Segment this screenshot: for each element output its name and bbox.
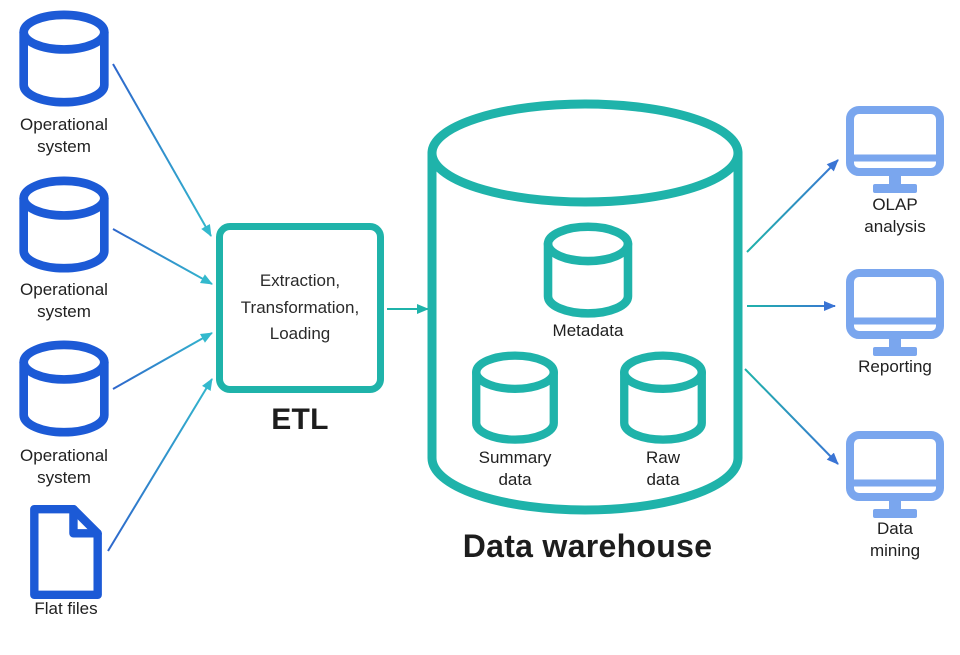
document-icon <box>30 504 102 600</box>
summary-data-label: Summary data <box>478 448 552 490</box>
metadata-store <box>540 222 636 321</box>
arrow-flatfiles-to-etl <box>107 378 213 552</box>
arrow-source2-to-etl <box>112 228 213 285</box>
metadata-label: Metadata <box>552 321 624 340</box>
source-node-2 <box>16 176 112 276</box>
source-label-3: Operational system <box>20 446 108 488</box>
monitor-icon <box>846 106 944 193</box>
database-icon <box>472 351 558 444</box>
arrow-source3-to-etl <box>112 332 213 390</box>
data-mining-node <box>845 430 945 518</box>
flat-files-label: Flat files <box>34 599 98 618</box>
flat-files-node <box>25 502 107 602</box>
source-label-2: Operational system <box>20 280 108 322</box>
etl-box: Extraction, Transformation, Loading <box>216 223 384 393</box>
source-node-3 <box>16 340 112 440</box>
olap-label: OLAP analysis <box>864 195 926 237</box>
database-icon <box>19 176 109 273</box>
data-mining-label: Data mining <box>869 519 921 561</box>
warehouse-title: Data warehouse <box>462 528 713 564</box>
monitor-icon <box>846 269 944 356</box>
source-label-1: Operational system <box>20 115 108 157</box>
database-icon <box>19 340 109 437</box>
database-icon <box>620 351 706 444</box>
arrow-source1-to-etl <box>112 63 212 237</box>
summary-data-store <box>467 351 563 447</box>
database-icon <box>19 10 109 107</box>
arrow-warehouse-to-olap <box>746 159 839 253</box>
reporting-label: Reporting <box>858 357 932 376</box>
etl-title: ETL <box>271 403 329 436</box>
monitor-icon <box>846 431 944 518</box>
reporting-node <box>845 268 945 356</box>
database-icon <box>543 222 633 318</box>
source-node-1 <box>16 10 112 110</box>
arrow-warehouse-to-datamining <box>744 368 839 465</box>
raw-data-label: Raw data <box>645 448 680 490</box>
raw-data-store <box>615 351 711 447</box>
olap-node <box>845 105 945 193</box>
warehouse-cylinder <box>427 99 743 515</box>
etl-box-label: Extraction, Transformation, Loading <box>240 271 360 344</box>
